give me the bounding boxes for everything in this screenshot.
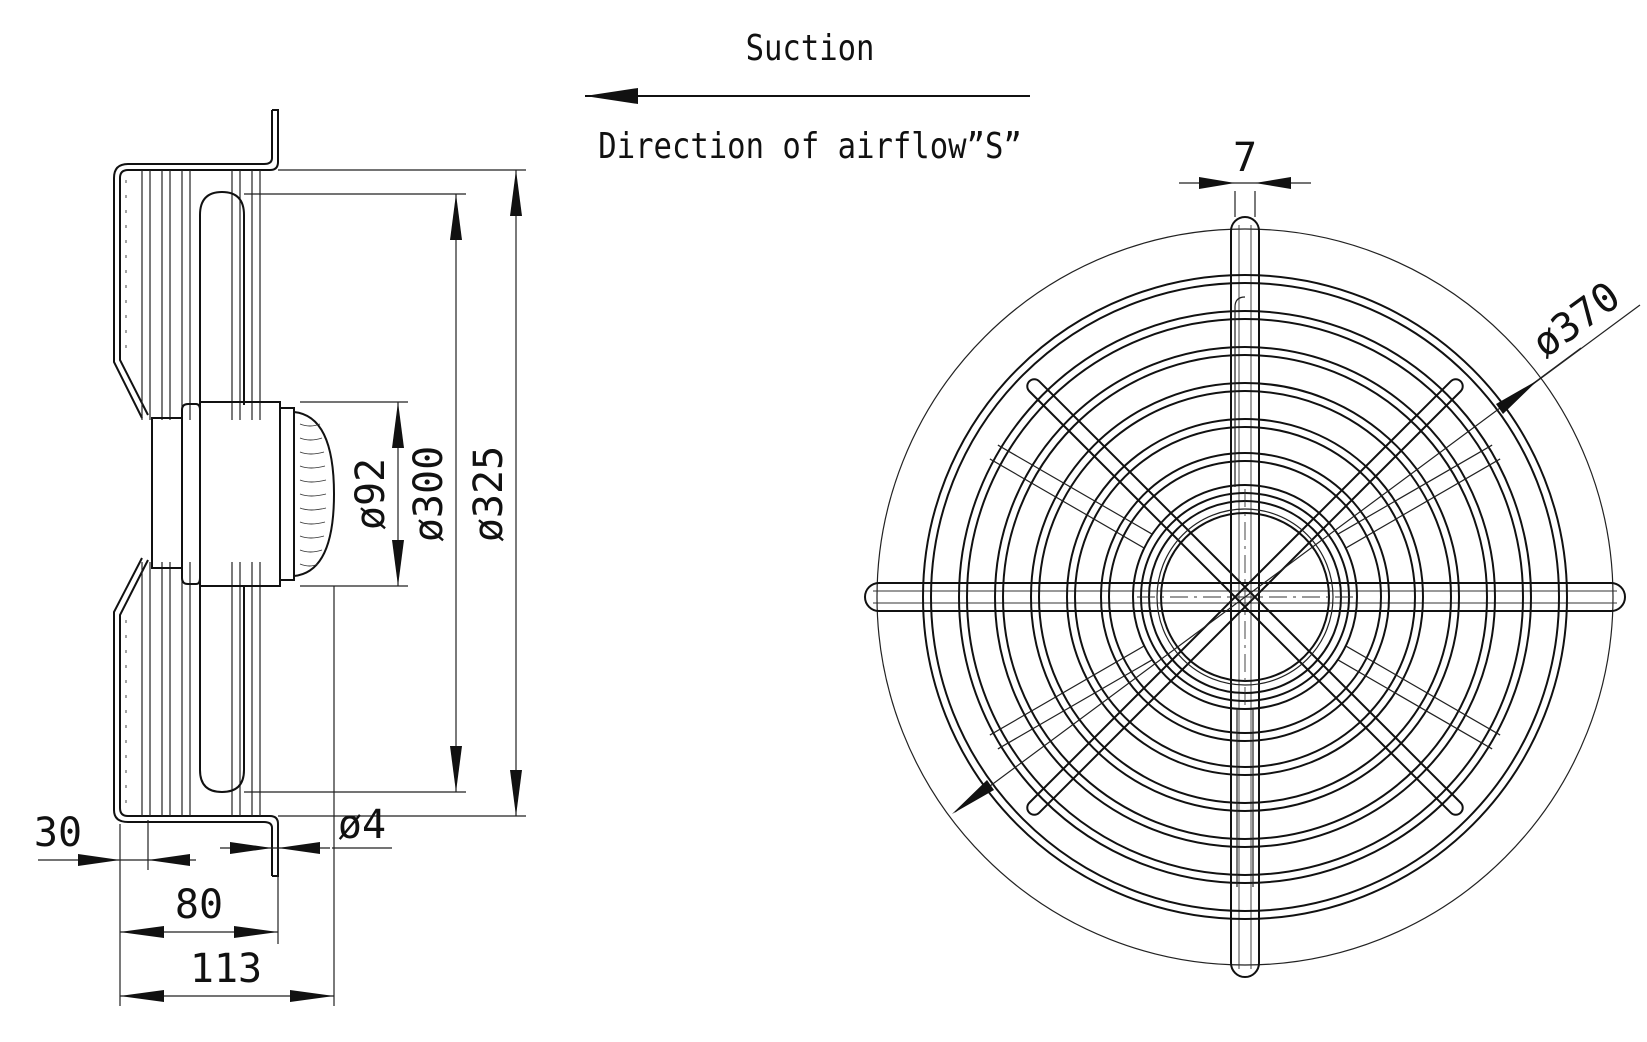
suction-label: Suction [746, 27, 875, 69]
side-view: ø92 ø300 ø325 ø4 [34, 109, 526, 1006]
dim-w113-label: 113 [190, 946, 262, 992]
dim-d325-label: ø325 [466, 446, 512, 542]
dim-w80: 80 [119, 820, 279, 1006]
dim-d4: ø4 [220, 802, 392, 854]
housing-outline-top [119, 109, 279, 416]
guard-diagonal-struts [1026, 378, 1464, 816]
motor-body [199, 401, 281, 587]
hub-center-ring [1156, 508, 1334, 686]
housing-outline-bottom-inner [113, 557, 273, 876]
dim-d300-label: ø300 [406, 446, 452, 542]
dim-w30-label: 30 [34, 810, 82, 856]
spider-arms [989, 296, 1501, 887]
fan-blade-top [199, 190, 245, 405]
guard-ring-lines [141, 170, 261, 816]
dim-d92-label: ø92 [348, 458, 394, 530]
airflow-arrow-head [585, 88, 638, 104]
dim-d325: ø325 [278, 169, 526, 817]
motor-hub-flange [181, 403, 201, 585]
motor-cooling-fins [299, 423, 327, 567]
dim-d4-label: ø4 [338, 802, 386, 848]
guard-bar-vertical [1230, 216, 1260, 978]
housing-outline-top-inner [113, 110, 273, 419]
outer-diameter-circle [876, 228, 1614, 966]
dim-w30: 30 [34, 810, 196, 870]
dim-d92: ø92 [300, 401, 408, 587]
fan-blade-bottom [199, 585, 245, 794]
motor-end-dome [293, 411, 336, 577]
guard-bar-horizontal [864, 582, 1626, 612]
front-view: ø370 7 [864, 135, 1641, 978]
dim-d300: ø300 [244, 193, 466, 793]
airflow-direction-label: Direction of airflow”S” [598, 125, 1021, 167]
dim-d370-label: ø370 [1524, 273, 1629, 367]
dim-w80-label: 80 [175, 882, 223, 928]
dim-w113: 113 [120, 586, 335, 1006]
dim-w7-label: 7 [1233, 135, 1257, 181]
motor-hub-back [151, 417, 183, 569]
dim-w7: 7 [1179, 135, 1311, 217]
motor-cap [279, 407, 295, 581]
airflow-indicator: Suction Direction of airflow”S” [585, 27, 1030, 167]
guard-rings [922, 274, 1568, 920]
